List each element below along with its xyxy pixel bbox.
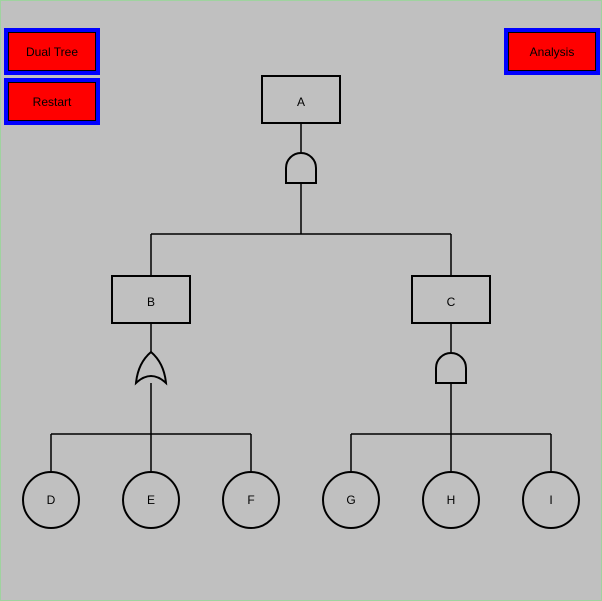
event-label-b: B [147, 295, 155, 309]
event-label-e: E [147, 493, 155, 507]
event-box-a[interactable] [261, 75, 341, 124]
event-label-c: C [447, 295, 456, 309]
basic-event-d[interactable] [22, 471, 80, 529]
event-label-d: D [47, 493, 56, 507]
basic-event-i[interactable] [522, 471, 580, 529]
basic-event-e[interactable] [122, 471, 180, 529]
event-label-h: H [447, 493, 456, 507]
restart-button[interactable]: Restart [4, 78, 100, 125]
basic-event-f[interactable] [222, 471, 280, 529]
event-label-i: I [549, 493, 552, 507]
event-label-a: A [297, 95, 305, 109]
basic-event-g[interactable] [322, 471, 380, 529]
dual-tree-button[interactable]: Dual Tree [4, 28, 100, 75]
and-gate-icon [285, 152, 317, 184]
analysis-button[interactable]: Analysis [504, 28, 600, 75]
and-gate-icon [435, 352, 467, 384]
basic-event-h[interactable] [422, 471, 480, 529]
or-gate-icon [134, 350, 168, 386]
event-label-g: G [346, 493, 355, 507]
event-box-c[interactable] [411, 275, 491, 324]
event-label-f: F [247, 493, 254, 507]
event-box-b[interactable] [111, 275, 191, 324]
